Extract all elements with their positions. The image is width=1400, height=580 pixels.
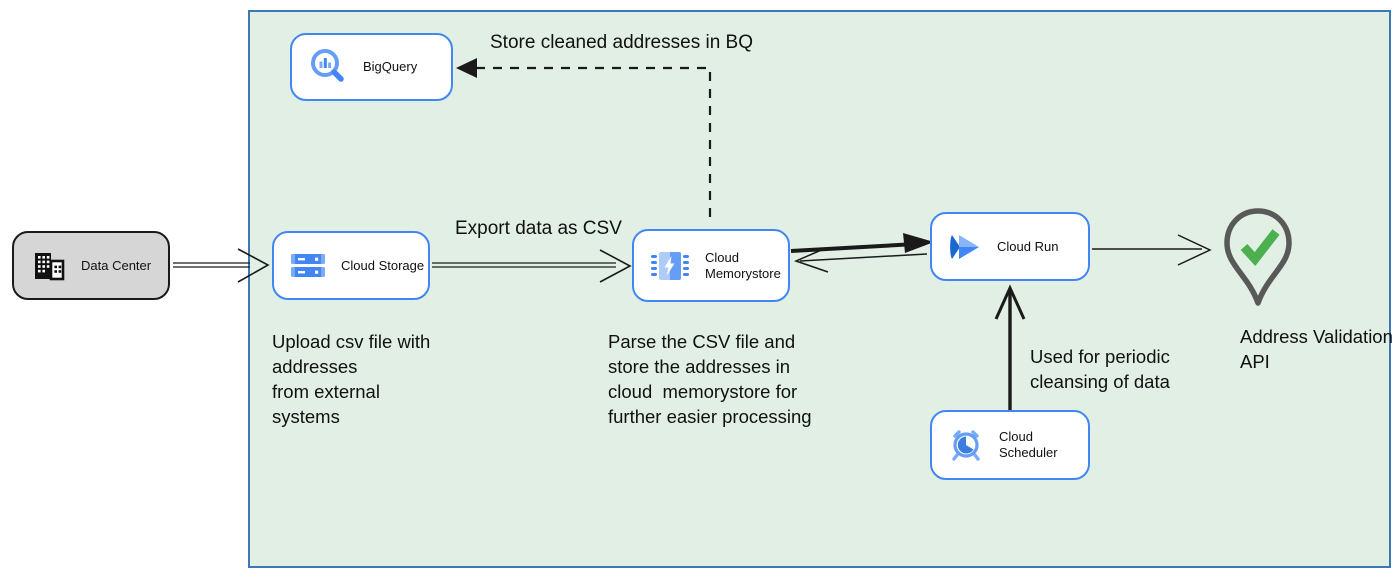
cloud-scheduler-icon	[952, 430, 980, 461]
node-data-center: Data Center	[12, 231, 170, 300]
node-label-data-center: Data Center	[81, 257, 152, 273]
cloud-memorystore-icon	[651, 251, 689, 280]
node-label-bigquery: BigQuery	[363, 59, 418, 74]
node-cloud-run: Cloud Run	[930, 212, 1090, 281]
address-validation-label: Address Validation API	[1240, 326, 1393, 372]
data-center-icon	[35, 252, 65, 280]
node-cloud-storage: Cloud Storage	[272, 231, 430, 300]
node-label-cloud-scheduler: Cloud Scheduler	[999, 429, 1058, 460]
annotation-store-cleaned-in-bq: Store cleaned addresses in BQ	[490, 32, 753, 53]
cloud-storage-icon	[291, 253, 325, 277]
bigquery-icon	[311, 49, 344, 82]
node-label-cloud-memorystore: Cloud Memorystore	[705, 249, 781, 281]
node-bigquery: BigQuery	[290, 33, 453, 101]
annotation-upload-csv: Upload csv file with addresses from exte…	[272, 331, 431, 427]
annotation-export-data-as-csv: Export data as CSV	[455, 218, 622, 239]
annotation-parse-csv: Parse the CSV file and store the address…	[608, 331, 812, 427]
cloud-run-icon	[950, 234, 979, 259]
node-cloud-memorystore: Cloud Memorystore	[632, 229, 790, 302]
node-label-cloud-run: Cloud Run	[997, 238, 1059, 254]
node-label-cloud-storage: Cloud Storage	[341, 257, 425, 273]
annotation-periodic-cleansing: Used for periodic cleansing of data	[1030, 346, 1170, 392]
node-cloud-scheduler: Cloud Scheduler	[930, 410, 1090, 480]
system-boundary-container	[248, 10, 1391, 568]
